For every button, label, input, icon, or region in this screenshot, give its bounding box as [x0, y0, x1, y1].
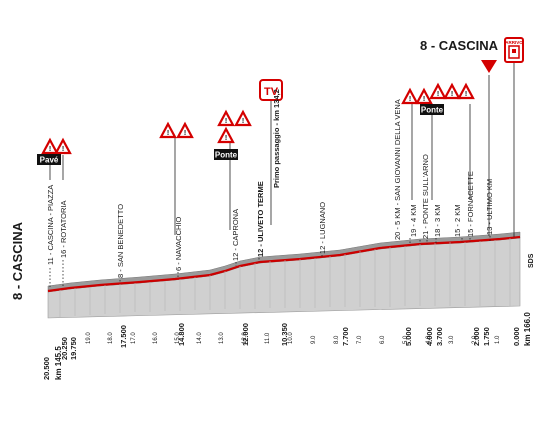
finish-badge-text: ARRIVO	[505, 40, 523, 45]
remaining-km: 7.700	[341, 327, 350, 346]
leader-lines	[49, 236, 491, 288]
tv-caption: Primo passaggio - km 134,2	[272, 89, 281, 188]
svg-text:!: !	[225, 118, 227, 125]
km-tick-label: 6.0	[380, 335, 386, 344]
place-label: 6 - NAVACCHIO	[174, 217, 183, 271]
marker-poles	[49, 60, 515, 237]
place-label: 12 - ULIVETO TERME	[256, 181, 265, 257]
place-label: 19 - 4 KM	[409, 204, 418, 237]
place-label: 15 - 2 KM	[453, 204, 462, 237]
road-line	[47, 235, 521, 293]
ponte-tag	[214, 149, 238, 160]
km-tick-label: 15.0	[175, 332, 181, 344]
warning-icon: !	[217, 109, 235, 127]
place-label: 18 - 3 KM	[433, 204, 442, 237]
place-label: 13 - ULTIMO KM	[485, 179, 494, 235]
remaining-km: 20.500	[42, 357, 51, 380]
finish-label: 8 - CASCINA	[420, 38, 499, 53]
place-label: 12 - LUGNANO	[318, 202, 327, 254]
warning-icon: !	[415, 87, 433, 105]
km-tick-label: 5.0	[403, 335, 409, 344]
km-tick-label: 14.0	[197, 332, 203, 344]
sds-mark: SDS	[528, 253, 535, 268]
svg-text:!: !	[465, 91, 467, 98]
km-tick-label: 10.0	[288, 332, 294, 344]
remaining-km: 1.750	[482, 327, 491, 346]
km-tick-label: 2.0	[472, 335, 478, 344]
warning-icon: !	[443, 82, 461, 100]
remaining-km: 20.250	[60, 337, 69, 360]
svg-text:!: !	[423, 96, 425, 103]
ponte-tag-text: Ponte	[215, 151, 238, 160]
remaining-km: 12.000	[241, 323, 250, 346]
place-label: 21 - PONTE SULL'ARNO	[421, 154, 430, 239]
remaining-km: 17.500	[119, 325, 128, 348]
km-tick-label: 7.0	[357, 335, 363, 344]
place-label: 11 - CASCINA - PIAZZA	[46, 185, 55, 265]
warning-icon: !	[429, 82, 447, 100]
svg-text:!: !	[184, 130, 186, 137]
ponte-tag	[420, 104, 444, 115]
finish-flag-mark	[512, 49, 516, 53]
svg-text:!: !	[62, 146, 64, 153]
remaining-km: 0.000	[512, 327, 521, 346]
svg-text:!: !	[242, 118, 244, 125]
km-tick-label: 19.0	[86, 332, 92, 344]
svg-text:!: !	[225, 135, 227, 142]
warning-icon: !	[41, 137, 59, 155]
km-tick-label: 4.0	[426, 335, 432, 344]
svg-text:!: !	[167, 130, 169, 137]
km-end-label: km 166.0	[523, 312, 532, 346]
warning-icon: !	[234, 109, 252, 127]
pave-tag	[37, 154, 61, 165]
tv-badge-text: TV	[264, 86, 279, 98]
finish-arrow-icon	[481, 60, 497, 73]
remaining-km: 10.350	[280, 323, 289, 346]
start-label: 8 - CASCINA	[10, 221, 25, 300]
place-label: 15 - FORNACETTE	[466, 171, 475, 237]
km-tick-label: 16.0	[153, 332, 159, 344]
km-tick-label: 1.0	[495, 335, 501, 344]
km-tick-label: 18.0	[108, 332, 114, 344]
pave-tag-text: Pavé	[40, 156, 59, 165]
warning-icon: !	[176, 121, 194, 139]
ponte-tag-text: Ponte	[421, 106, 444, 115]
tv-icon	[259, 79, 283, 101]
remaining-km: 5.000	[404, 327, 413, 346]
km-tick-label: 3.0	[449, 335, 455, 344]
km-tick-label: 12.0	[242, 332, 248, 344]
km-tick-label: 17.0	[131, 332, 137, 344]
km-tick-label: 13.0	[219, 332, 225, 344]
place-labels: 11 - CASCINA - PIAZZA 16 - ROTATORIA 8 -…	[46, 99, 494, 278]
km-tick-label: 11.0	[265, 332, 271, 344]
km-tick-label: 8.0	[334, 335, 340, 344]
profile-stripes	[59, 238, 511, 317]
remaining-km: 3.700	[435, 327, 444, 346]
svg-text:!: !	[451, 91, 453, 98]
remaining-km: 2.000	[472, 327, 481, 346]
warning-icon: !	[457, 82, 475, 100]
remaining-km: 4.000	[425, 327, 434, 346]
warning-triangles: ! ! ! ! ! ! ! !	[41, 82, 475, 155]
warning-icon: !	[159, 121, 177, 139]
place-label: 20 - 5 KM - SAN GIOVANNI DELLA VENA	[393, 99, 402, 240]
place-label: 16 - ROTATORIA	[59, 200, 68, 258]
warning-icon: !	[54, 137, 72, 155]
remaining-km: 19.750	[69, 337, 78, 360]
svg-text:!: !	[437, 91, 439, 98]
place-label: 12 - CAPRONA	[231, 209, 240, 261]
km-start-label: km 145.5	[54, 346, 63, 380]
km-axis: 19.0 18.0 17.0 16.0 15.0 14.0 13.0 12.0 …	[86, 332, 501, 344]
km-tick-label: 9.0	[311, 335, 317, 344]
place-label: 8 - SAN BENEDETTO	[116, 204, 125, 278]
warning-icon: !	[217, 126, 235, 144]
remaining-km: 14.800	[177, 323, 186, 346]
remaining-distances: 20.500 20.250 19.750 17.500 14.800 12.00…	[42, 323, 521, 380]
svg-text:!: !	[49, 146, 51, 153]
svg-text:!: !	[409, 96, 411, 103]
warning-icon: !	[401, 87, 419, 105]
